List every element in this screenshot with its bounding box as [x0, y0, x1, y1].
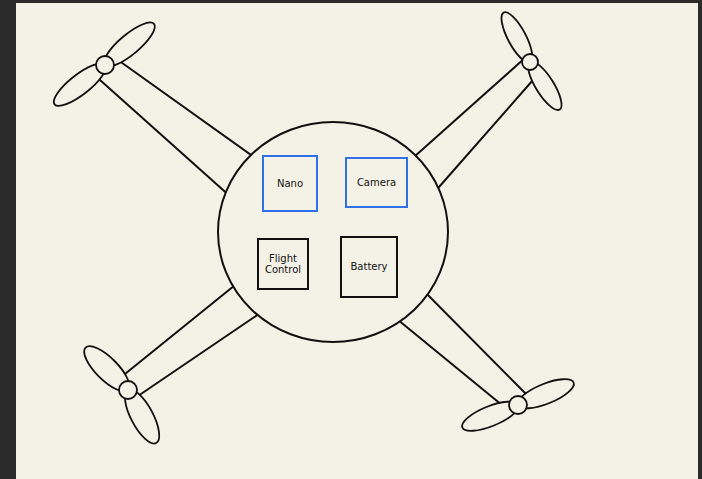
hub: [119, 381, 137, 399]
paper: [16, 3, 698, 479]
hub: [509, 396, 527, 414]
component-label: Battery: [350, 261, 387, 273]
component-label: Camera: [357, 177, 396, 189]
rotor: [459, 373, 578, 436]
rotor: [496, 8, 568, 114]
component-label: Flight Control: [262, 253, 304, 276]
hub: [96, 56, 114, 74]
component-box: Battery: [340, 236, 398, 298]
component-box: Flight Control: [257, 238, 309, 290]
rotor: [78, 340, 166, 448]
drone-body: [218, 122, 448, 342]
component-label: Nano: [277, 178, 303, 190]
hub: [522, 54, 538, 70]
propellers: [48, 8, 577, 448]
rotor: [48, 16, 160, 112]
component-box: Camera: [345, 157, 408, 208]
component-box: Nano: [262, 155, 318, 212]
drone-arms: [100, 58, 540, 410]
